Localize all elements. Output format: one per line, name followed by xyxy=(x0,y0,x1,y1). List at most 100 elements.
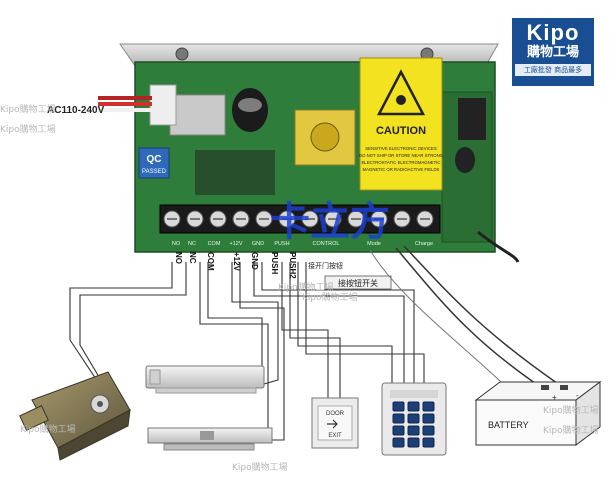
wire-push-exit xyxy=(281,262,329,400)
watermark-text: Kipo購物工場 xyxy=(20,423,76,435)
keypad-key xyxy=(407,437,420,448)
esd-hand-icon xyxy=(396,95,406,105)
caution-line-4: MAGNETIC OR RADIOACTIVE FIELDS xyxy=(363,167,440,172)
ac-connector xyxy=(149,84,177,126)
watermark-text: Kipo購物工場 xyxy=(278,281,334,293)
wire-gnd-keypad xyxy=(253,262,405,385)
battery-minus-label: - xyxy=(576,391,579,400)
overlay-brand-text: 卡立方 xyxy=(270,198,390,245)
exit-button-bottom-label: EXIT xyxy=(328,433,342,439)
keypad-key xyxy=(407,425,420,436)
terminal-block xyxy=(159,204,441,234)
board-label: PUSH xyxy=(274,241,289,247)
watermarks: Kipo購物工場 Kipo購物工場 Kipo購物工場 Kipo購物工場 Kipo購物工場… xyxy=(0,103,599,473)
keypad-keys xyxy=(392,401,435,448)
magnetic-lock xyxy=(145,365,265,394)
access-keypad xyxy=(381,382,447,456)
wire-push-keypad xyxy=(297,262,393,385)
board-label: COM xyxy=(208,241,221,247)
terminal-label-gnd: GND xyxy=(250,252,259,270)
caution-line-1: SENSITIVE ELECTRONIC DEVICES xyxy=(365,146,437,151)
capacitor-small xyxy=(455,147,475,173)
brand-logo-text: Kipo xyxy=(526,20,580,45)
terminal-label-push2: PUSH2 xyxy=(288,252,297,279)
passed-label: PASSED xyxy=(142,169,167,175)
battery-wire-pos xyxy=(403,245,565,389)
power-supply-board: QC PASSED CAUTION SENSITIVE ELECTRONIC D… xyxy=(119,43,499,253)
battery-plus-label: + xyxy=(552,393,557,402)
wire-push-exit-2 xyxy=(289,262,341,400)
caution-label xyxy=(359,57,443,191)
battery-terminal-neg xyxy=(541,385,549,390)
battery-terminal-pos xyxy=(560,385,568,390)
keypad-key xyxy=(407,401,420,412)
terminal-screws xyxy=(163,210,434,228)
door-sensor-tag xyxy=(324,275,392,290)
strike-latch xyxy=(200,431,214,440)
wire-com-strike xyxy=(199,262,269,430)
transformer-core xyxy=(310,122,340,152)
component-area xyxy=(195,150,275,195)
wire-push-keypad-2 xyxy=(305,262,425,385)
qc-label: QC xyxy=(147,154,162,165)
relay-terminal-block xyxy=(458,98,486,140)
keypad-key xyxy=(407,413,420,424)
wiring xyxy=(69,262,425,441)
board-label: NO xyxy=(172,241,181,247)
battery-wire-neg xyxy=(395,247,549,393)
keypad-key xyxy=(422,437,435,448)
battery-side xyxy=(575,381,601,446)
wire-12v-maglock xyxy=(231,262,279,385)
key-icon xyxy=(327,419,338,429)
board-label: CONTROL xyxy=(313,241,340,247)
caution-line-3: ELECTROSTATIC ELECTROMAGNETIC xyxy=(361,160,440,165)
maglock-base xyxy=(155,387,257,394)
keypad-display xyxy=(390,390,438,398)
wire-gnd-keypad-2 xyxy=(261,262,415,385)
exit-button-top-label: DOOR xyxy=(326,411,345,417)
brand-tagline: 工廠批發 商品最多 xyxy=(515,64,591,76)
watermark-text: Kipo購物工場 xyxy=(0,103,56,115)
battery-cable xyxy=(369,230,565,401)
esd-warning-icon xyxy=(376,69,426,116)
lock-bolt xyxy=(19,405,49,431)
keypad-key xyxy=(392,437,405,448)
terminal-label-push: PUSH xyxy=(270,252,279,274)
electric-lock xyxy=(19,371,131,461)
terminal-label-com: COM xyxy=(206,252,215,271)
board-label: Mode xyxy=(367,241,381,247)
watermark-text: Kipo購物工場 xyxy=(232,461,288,473)
brand-logo-cn: 購物工場 xyxy=(526,45,579,60)
screw-icon xyxy=(175,47,189,61)
keypad-key xyxy=(392,413,405,424)
caution-title: CAUTION xyxy=(376,125,426,137)
exit-switch-note: 接开门按钮 xyxy=(308,261,343,270)
ac-input-label: AC110-240V xyxy=(47,105,105,116)
keypad-key xyxy=(422,401,435,412)
sensor-cable xyxy=(477,230,520,263)
keyhole-icon xyxy=(97,401,103,407)
watermark-text: Kipo購物工場 xyxy=(543,404,599,416)
exit-button-face xyxy=(317,405,353,441)
brand-logo-badge: Kipo 購物工場 工廠批發 商品最多 xyxy=(512,18,594,86)
keypad-key xyxy=(392,401,405,412)
watermark-text: Kipo購物工場 xyxy=(543,424,599,436)
heatsink xyxy=(169,94,226,136)
battery-label: BATTERY xyxy=(488,420,529,430)
electric-strike xyxy=(147,427,273,451)
terminal-label-v12: +12V xyxy=(232,252,241,272)
capacitor-top xyxy=(238,98,262,112)
wire-no-lock xyxy=(69,262,173,386)
ac-input: AC110-240V xyxy=(47,96,152,116)
wire-12v-strike xyxy=(239,262,285,441)
board-label: +12V xyxy=(230,241,243,247)
watermark-text: Kipo購物工場 xyxy=(0,123,56,135)
door-sensor-note: 接按钮开关 xyxy=(338,278,378,288)
wire-com-maglock xyxy=(207,262,263,372)
caution-line-2: DO NOT SHIP OR STORE NEAR STRONG xyxy=(359,153,444,158)
maglock-end xyxy=(149,369,161,385)
qc-sticker xyxy=(138,147,170,179)
